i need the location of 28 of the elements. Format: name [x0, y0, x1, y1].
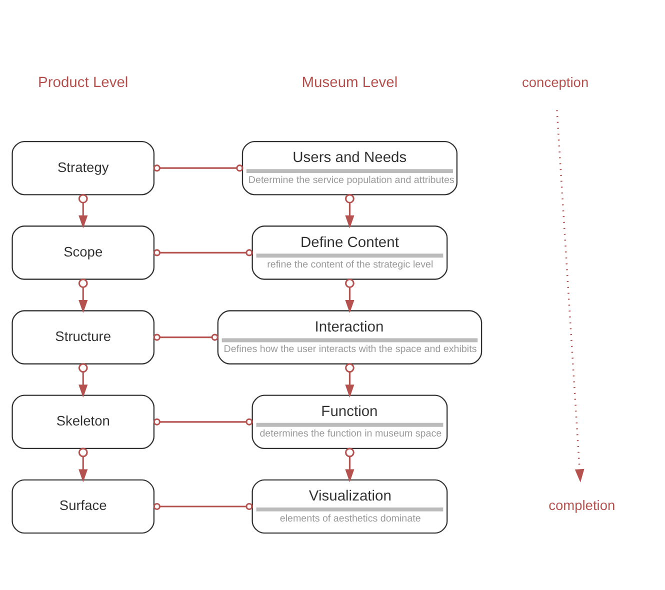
arrow — [345, 278, 354, 314]
node-box: Interaction Defines how the user interacts with the space and exhibits — [217, 310, 482, 364]
arrow — [78, 194, 88, 228]
node-text: completion — [548, 498, 616, 514]
node-box: Skeleton — [12, 394, 155, 450]
label: Product Level — [38, 74, 128, 91]
connector — [153, 164, 244, 172]
arrow — [345, 448, 354, 482]
connector — [153, 418, 253, 426]
arrow — [78, 278, 88, 314]
node-box: Define Content refine the content of the strategic level — [252, 226, 448, 280]
connector — [153, 334, 218, 341]
connector — [153, 249, 253, 256]
node-box: Visualization elements of aesthetics dominate — [252, 479, 448, 534]
node-text: conception — [522, 75, 589, 90]
arrow — [345, 363, 354, 398]
label: Museum Level — [302, 74, 398, 91]
arrow — [345, 194, 354, 228]
node-box: Strategy — [12, 140, 155, 196]
arrow — [78, 448, 88, 482]
node-box: Function determines the function in museum space — [252, 394, 448, 450]
arrow — [78, 363, 88, 398]
arrow — [556, 110, 584, 483]
connector — [153, 502, 253, 510]
node-box: Structure — [12, 310, 155, 364]
node-box: Scope — [12, 226, 155, 280]
node-box: Surface — [12, 479, 155, 534]
node-box: Users and Needs Determine the service population and attributes — [242, 140, 458, 196]
